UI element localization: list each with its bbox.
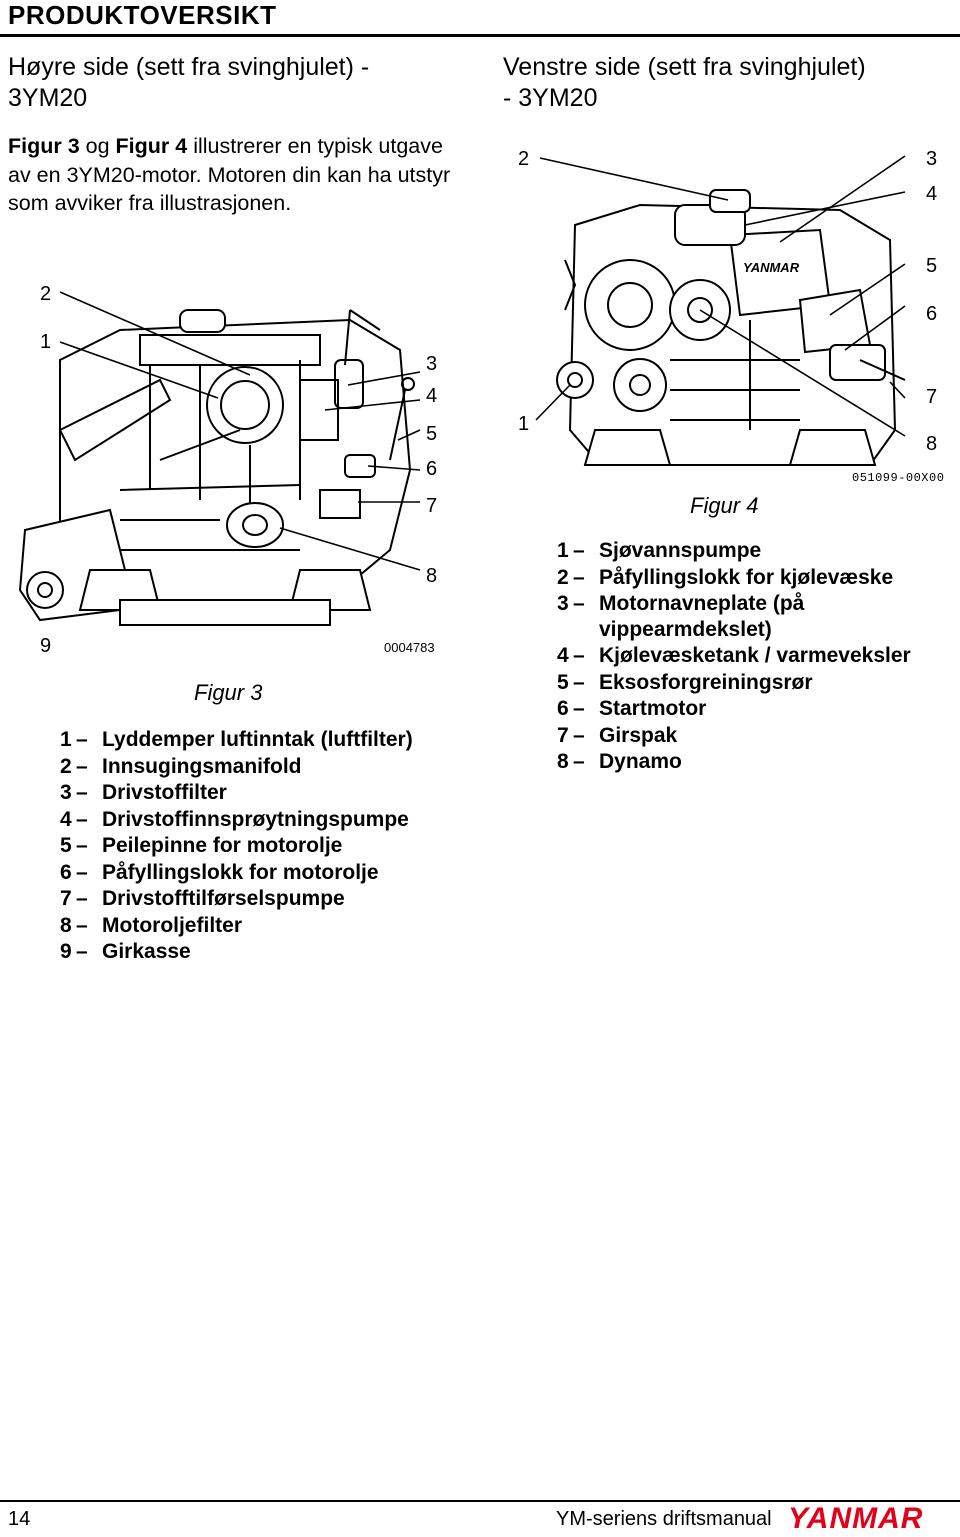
left-heading-line1: Høyre side (sett fra svinghjulet) - <box>8 53 370 81</box>
legend-item: 3–Drivstoffilter <box>60 781 227 804</box>
figure-3-callout-7: 7 <box>426 495 437 517</box>
figure-3-callout-5: 5 <box>426 423 437 445</box>
legend-item: 7–Drivstofftilførselspumpe <box>60 887 345 910</box>
figure-3-legend: 1–Lyddemper luftinntak (luftfilter) 2–In… <box>60 727 480 966</box>
legend-item: 7–Girspak <box>557 723 678 747</box>
intro-text: illustrerer en typisk utgave av en 3YM20… <box>8 134 451 215</box>
figure-3-reference: Figur 3 <box>8 134 80 158</box>
left-heading-line2: 3YM20 <box>8 84 88 112</box>
header-rule <box>0 34 960 37</box>
figure-3-callout-1: 1 <box>40 331 51 353</box>
figure-4-callout-8: 8 <box>926 433 937 455</box>
page-number: 14 <box>8 1508 31 1530</box>
legend-item: 5–Peilepinne for motorolje <box>60 834 343 857</box>
figure-4-callout-7: 7 <box>926 386 937 408</box>
figure-4-callout-6: 6 <box>926 303 937 325</box>
legend-item: 4–Drivstoffinnsprøytningspumpe <box>60 807 409 831</box>
left-section-heading: Høyre side (sett fra svinghjulet) - 3YM2… <box>8 52 369 114</box>
figure-4-code: 051099-00X00 <box>852 471 945 485</box>
figure-4-legend: 1–Sjøvannspumpe 2–Påfyllingslokk for kjø… <box>557 538 957 776</box>
figure-3-caption: Figur 3 <box>194 680 263 705</box>
engine-badge-logo: YANMAR <box>743 260 800 275</box>
right-section-heading: Venstre side (sett fra svinghjulet) - 3Y… <box>503 52 866 114</box>
figure-4-caption: Figur 4 <box>690 493 759 518</box>
manual-name: YM-seriens driftsmanual <box>556 1508 772 1530</box>
figure-4-callout-3: 3 <box>926 148 937 170</box>
figure-3-callout-9: 9 <box>40 635 51 657</box>
engine-left-side-drawing: YANMAR 1 2 3 4 5 6 7 8 <box>518 148 937 466</box>
figure-4-callout-2: 2 <box>518 148 529 170</box>
legend-item: 4–Kjølevæsketank / varmeveksler <box>557 644 911 667</box>
figure-4-callout-5: 5 <box>926 255 937 277</box>
figure-4-callout-4: 4 <box>926 183 937 205</box>
footer-rule <box>0 1500 960 1502</box>
intro-conjunction: og <box>79 134 116 158</box>
yanmar-logo: YANMAR <box>786 1502 956 1537</box>
legend-item: 8–Motoroljefilter <box>60 913 242 937</box>
intro-paragraph: Figur 3 og Figur 4 illustrerer en typisk… <box>8 132 453 218</box>
figure-3-callout-4: 4 <box>426 385 437 407</box>
legend-item: 1–Lyddemper luftinntak (luftfilter) <box>60 728 413 751</box>
legend-item: 6–Påfyllingslokk for motorolje <box>60 860 379 884</box>
figure-3-code: 0004783 <box>384 640 435 655</box>
figure-3-callout-3: 3 <box>426 353 437 375</box>
section-header-title: PRODUKTOVERSIKT <box>8 0 277 30</box>
legend-item: 3–Motornavneplate (på vippearmdekslet) <box>557 592 805 641</box>
figure-3-illustration: 1 2 3 4 5 6 7 8 9 <box>0 270 470 670</box>
yanmar-logo-text: YANMAR <box>788 1502 923 1532</box>
figure-3-callout-8: 8 <box>426 565 437 587</box>
yanmar-logo-mark: YANMAR <box>788 1502 923 1535</box>
right-heading-line1: Venstre side (sett fra svinghjulet) <box>503 53 866 81</box>
figure-3-callout-6: 6 <box>426 458 437 480</box>
legend-item: 5–Eksosforgreiningsrør <box>557 670 813 694</box>
figure-3-callout-2: 2 <box>40 283 51 305</box>
figure-4-reference: Figur 4 <box>115 134 188 158</box>
legend-item: 8–Dynamo <box>557 750 682 773</box>
legend-item: 9–Girkasse <box>60 940 191 963</box>
figure-4-illustration: YANMAR 1 2 3 4 5 6 7 8 <box>500 130 960 490</box>
figure-4-callout-1: 1 <box>518 413 529 435</box>
legend-item: 6–Startmotor <box>557 697 707 720</box>
legend-item: 2–Påfyllingslokk for kjølevæske <box>557 565 894 589</box>
legend-item: 2–Innsugingsmanifold <box>60 754 302 778</box>
right-heading-line2: - 3YM20 <box>503 84 598 112</box>
engine-right-side-drawing: 1 2 3 4 5 6 7 8 9 <box>18 283 437 657</box>
legend-item: 1–Sjøvannspumpe <box>557 539 762 562</box>
